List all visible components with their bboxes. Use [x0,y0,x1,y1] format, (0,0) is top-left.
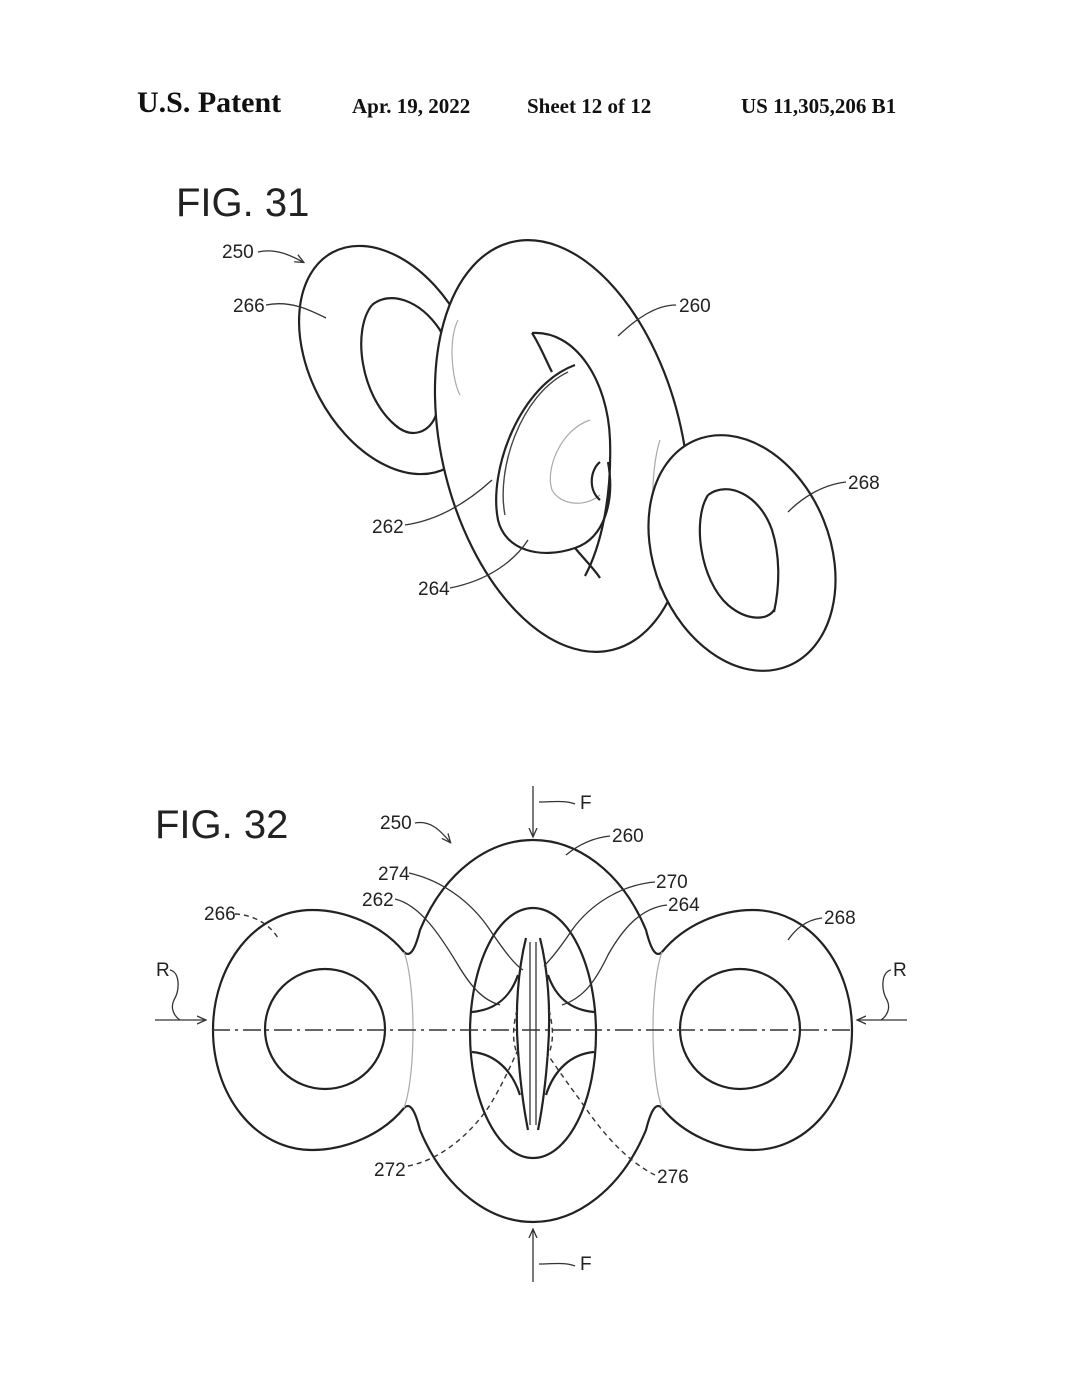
ring-268-hole [678,967,802,1091]
fig31-ref-260: 260 [679,296,711,317]
fig31-ref-268: 268 [848,473,880,494]
fig32-ref-264: 264 [668,895,700,916]
assembly-outline [211,838,854,1224]
patent-title: U.S. Patent [137,86,282,119]
patent-header: U.S. Patent Apr. 19, 2022 Sheet 12 of 12… [0,84,1080,124]
ring-260-hole [468,906,598,1160]
patent-date: Apr. 19, 2022 [352,94,471,118]
fig32-ref-R-left: R [156,960,170,981]
fig32-ref-R-right: R [893,960,907,981]
sheet-number: Sheet 12 of 12 [527,94,652,118]
fig32-ref-268: 268 [824,908,856,929]
figure-31: FIG. 31 2 [176,181,880,672]
fig32-label: FIG. 32 [155,803,288,847]
fig32-ref-276: 276 [657,1167,689,1188]
patent-number: US 11,305,206 B1 [741,94,897,118]
ring-268 [647,434,837,672]
fig32-ref-250: 250 [380,813,412,834]
membrane [471,937,595,1131]
fig32-ref-270: 270 [656,872,688,893]
fig32-ref-272: 272 [374,1160,406,1181]
figure-32: FIG. 32 [155,786,907,1282]
fig31-ref-264: 264 [418,579,450,600]
fig31-ref-266: 266 [233,296,265,317]
ring-266-hole [263,967,387,1091]
membrane-262-264 [495,363,612,579]
fig32-ref-266: 266 [204,904,236,925]
ring-260 [433,239,691,653]
fig31-label: FIG. 31 [176,181,309,225]
fig32-ref-262: 262 [362,890,394,911]
fig32-ref-F-top: F [580,793,592,814]
fig31-ref-250: 250 [222,242,254,263]
fig32-ref-274: 274 [378,864,410,885]
fig31-ref-262: 262 [372,517,404,538]
fig32-ref-260: 260 [612,826,644,847]
fig32-ref-F-bottom: F [580,1254,592,1275]
